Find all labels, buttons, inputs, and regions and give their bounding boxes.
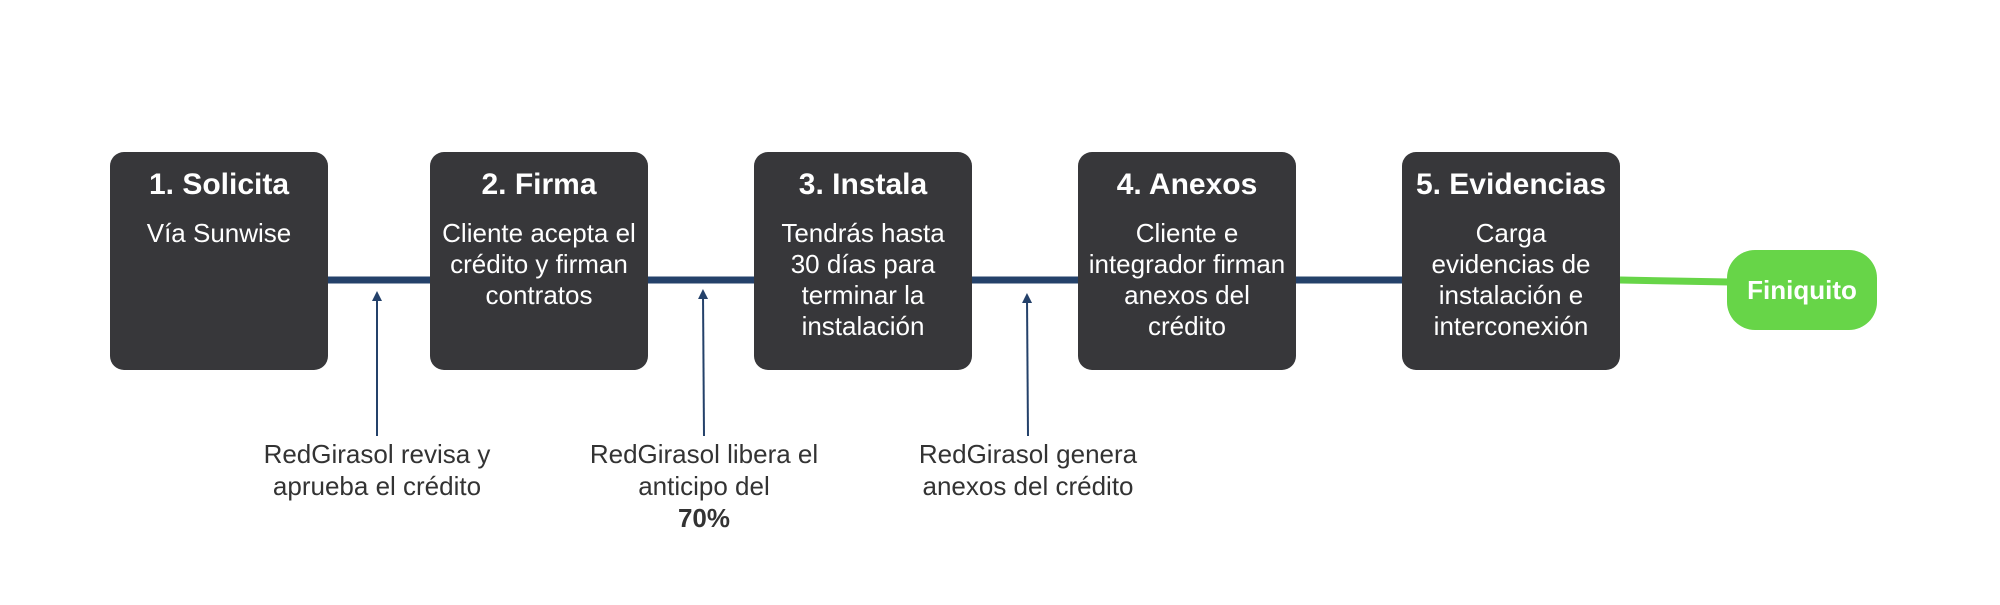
step-description: Tendrás hasta 30 días para terminar la i… bbox=[781, 218, 945, 341]
step-box-firma: 2. Firma Cliente acepta el crédito y fir… bbox=[430, 152, 648, 370]
step-title: 4. Anexos bbox=[1116, 168, 1258, 201]
step-description: Cliente e integrador firman anexos del c… bbox=[1088, 218, 1286, 341]
step-title: 1. Solicita bbox=[148, 168, 290, 201]
note-highlight: 70% bbox=[677, 503, 731, 533]
step-title: 3. Instala bbox=[798, 168, 928, 201]
note-arrow-2 bbox=[698, 289, 709, 437]
note-revisa: RedGirasol revisa y aprueba el crédito bbox=[247, 438, 507, 502]
step-box-instala: 3. Instala Tendrás hasta 30 días para te… bbox=[754, 152, 972, 370]
step-box-anexos: 4. Anexos Cliente e integrador firman an… bbox=[1078, 152, 1296, 370]
step-description: Cliente acepta el crédito y firman contr… bbox=[442, 218, 636, 310]
step-description: Vía Sunwise bbox=[146, 218, 292, 248]
step-box-solicita: 1. Solicita Vía Sunwise bbox=[110, 152, 328, 370]
step-box-evidencias: 5. Evidencias Carga evidencias de instal… bbox=[1402, 152, 1620, 370]
final-step-label: Finiquito bbox=[1747, 274, 1857, 305]
note-text: RedGirasol revisa y aprueba el crédito bbox=[263, 439, 491, 501]
note-text: RedGirasol genera anexos del crédito bbox=[918, 439, 1138, 501]
note-genera: RedGirasol genera anexos del crédito bbox=[898, 438, 1158, 502]
step-title: 5. Evidencias bbox=[1415, 168, 1607, 201]
note-text: RedGirasol libera el anticipo del bbox=[589, 439, 819, 501]
note-arrow-3 bbox=[1022, 293, 1033, 437]
final-step-finiquito: Finiquito bbox=[1727, 250, 1877, 330]
step-description: Carga evidencias de instalación e interc… bbox=[1431, 218, 1591, 341]
note-libera: RedGirasol libera el anticipo del 70% bbox=[574, 438, 834, 534]
step-title: 2. Firma bbox=[481, 168, 597, 201]
connector-line-5-final bbox=[1619, 276, 1731, 286]
